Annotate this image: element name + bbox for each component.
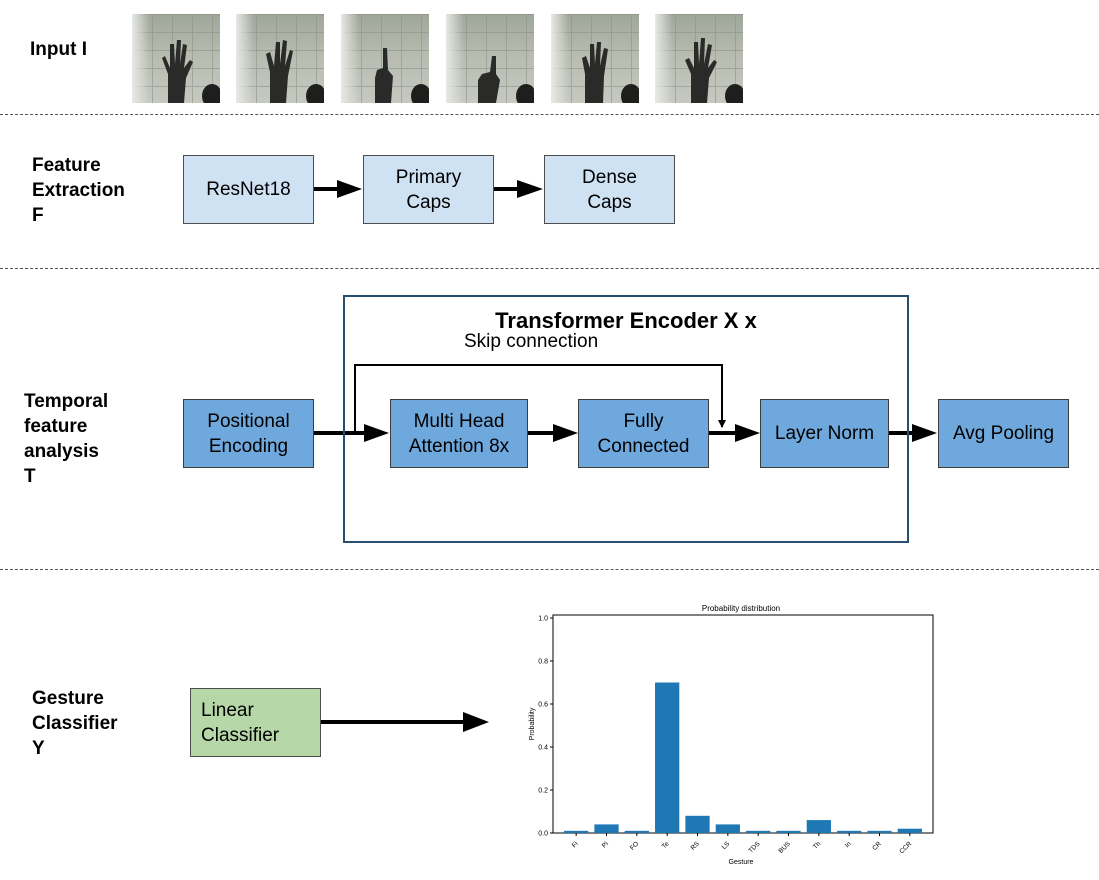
stage-label-line: Y bbox=[32, 738, 45, 759]
block-label-line: Multi Head bbox=[413, 410, 505, 432]
y-tick-label: 0.8 bbox=[538, 659, 548, 666]
resnet18-block: ResNet18 bbox=[183, 155, 314, 224]
stage-label-line: analysis bbox=[24, 441, 99, 462]
block-label-line: Layer Norm bbox=[774, 423, 875, 444]
chart-bar bbox=[897, 828, 922, 833]
x-axis-label: Gesture bbox=[729, 859, 754, 866]
avg-pooling-block: Avg Pooling bbox=[938, 399, 1069, 468]
layer-norm-block: Layer Norm bbox=[760, 399, 889, 468]
stage-label-line: feature bbox=[24, 416, 88, 437]
block-label-line: Positional bbox=[207, 410, 290, 432]
stage-label-line: Feature bbox=[32, 155, 101, 176]
stage-label-input: Input I bbox=[30, 37, 87, 62]
input-frame-image bbox=[655, 14, 743, 103]
x-tick-label: TDS bbox=[747, 840, 762, 855]
stage-label-classifier: Gesture Classifier Y bbox=[32, 686, 118, 761]
chart-bar bbox=[746, 830, 771, 833]
encoder-title: Transformer Encoder X x bbox=[495, 308, 757, 333]
block-label-line: ResNet18 bbox=[206, 179, 291, 200]
x-tick-label: Fi bbox=[571, 840, 580, 849]
skip-connection-line bbox=[354, 364, 726, 433]
chart-bar bbox=[715, 824, 740, 833]
stage-label-line: F bbox=[32, 205, 44, 226]
input-frame-image bbox=[236, 14, 324, 103]
y-tick-label: 0.2 bbox=[538, 788, 548, 795]
x-tick-label: CCR bbox=[898, 840, 913, 855]
y-tick-label: 1.0 bbox=[538, 616, 548, 623]
x-tick-label: CR bbox=[871, 840, 883, 852]
block-label-line: Encoding bbox=[208, 435, 289, 457]
stage-label-temporal: Temporal feature analysis T bbox=[24, 389, 108, 489]
section-divider bbox=[0, 569, 1099, 570]
chart-bar bbox=[837, 830, 862, 833]
stage-label-line: Input I bbox=[30, 39, 87, 60]
block-label-line: Connected bbox=[597, 435, 690, 457]
linear-classifier-block: Linear Classifier bbox=[190, 688, 321, 757]
probability-distribution-chart: Probability distribution Gesture Probabi… bbox=[529, 604, 934, 866]
y-tick-label: 0.0 bbox=[538, 831, 548, 838]
input-frame-image bbox=[446, 14, 534, 103]
dense-caps-block: Dense Caps bbox=[544, 155, 675, 224]
block-label-line: Linear bbox=[201, 699, 254, 721]
block-label-line: Dense bbox=[582, 166, 637, 188]
block-label-line: Attention 8x bbox=[408, 435, 510, 457]
y-tick-label: 0.6 bbox=[538, 702, 548, 709]
arrow-head bbox=[463, 712, 489, 732]
chart-bar bbox=[564, 830, 589, 833]
arrow-head bbox=[912, 424, 937, 442]
chart-bar bbox=[624, 830, 649, 833]
stage-label-line: T bbox=[24, 466, 36, 487]
x-tick-label: FO bbox=[629, 840, 640, 851]
positional-encoding-block: Positional Encoding bbox=[183, 399, 314, 468]
arrow-head bbox=[517, 180, 543, 198]
transformer-encoder-container bbox=[343, 295, 909, 543]
chart-title: Probability distribution bbox=[702, 604, 780, 613]
stage-label-line: Gesture bbox=[32, 688, 104, 709]
x-tick-label: Pi bbox=[601, 840, 610, 849]
x-tick-label: Te bbox=[661, 840, 671, 850]
chart-bar bbox=[685, 815, 710, 833]
section-divider bbox=[0, 114, 1099, 115]
chart-bar bbox=[594, 824, 619, 833]
chart-bar bbox=[806, 820, 831, 833]
section-divider bbox=[0, 268, 1099, 269]
block-label-line: Classifier bbox=[201, 724, 280, 746]
stage-label-line: Extraction bbox=[32, 180, 125, 201]
input-frame-image bbox=[341, 14, 429, 103]
stage-label-feature: Feature Extraction F bbox=[32, 153, 125, 228]
chart-bar bbox=[655, 682, 680, 833]
stage-label-line: Classifier bbox=[32, 713, 118, 734]
primary-caps-block: Primary Caps bbox=[363, 155, 494, 224]
block-label-line: Fully bbox=[623, 410, 664, 432]
skip-connection-label: Skip connection bbox=[464, 331, 599, 352]
arrow-head bbox=[337, 180, 362, 198]
stage-label-line: Temporal bbox=[24, 391, 109, 412]
x-tick-label: Th bbox=[812, 840, 823, 851]
x-tick-label: RS bbox=[690, 840, 702, 852]
block-label-line: Avg Pooling bbox=[952, 423, 1055, 444]
x-tick-label: LS bbox=[721, 840, 732, 851]
plot-frame bbox=[552, 614, 934, 834]
input-frame-image bbox=[132, 14, 220, 103]
y-axis-label: Probability bbox=[529, 707, 536, 740]
block-label-line: Primary bbox=[395, 166, 462, 188]
x-tick-label: In bbox=[844, 840, 853, 849]
chart-bar bbox=[867, 830, 892, 833]
chart-bar bbox=[776, 830, 801, 833]
input-frame-image bbox=[551, 14, 639, 103]
y-tick-label: 0.4 bbox=[538, 745, 548, 752]
arrow-head bbox=[553, 424, 578, 442]
fully-connected-block: Fully Connected bbox=[578, 399, 709, 468]
block-label-line: Caps bbox=[587, 191, 632, 213]
block-label-line: Caps bbox=[406, 191, 451, 213]
multi-head-attention-block: Multi Head Attention 8x bbox=[390, 399, 528, 468]
x-tick-label: BUS bbox=[778, 840, 793, 855]
arrow-head bbox=[735, 424, 760, 442]
arrow-head bbox=[364, 424, 389, 442]
